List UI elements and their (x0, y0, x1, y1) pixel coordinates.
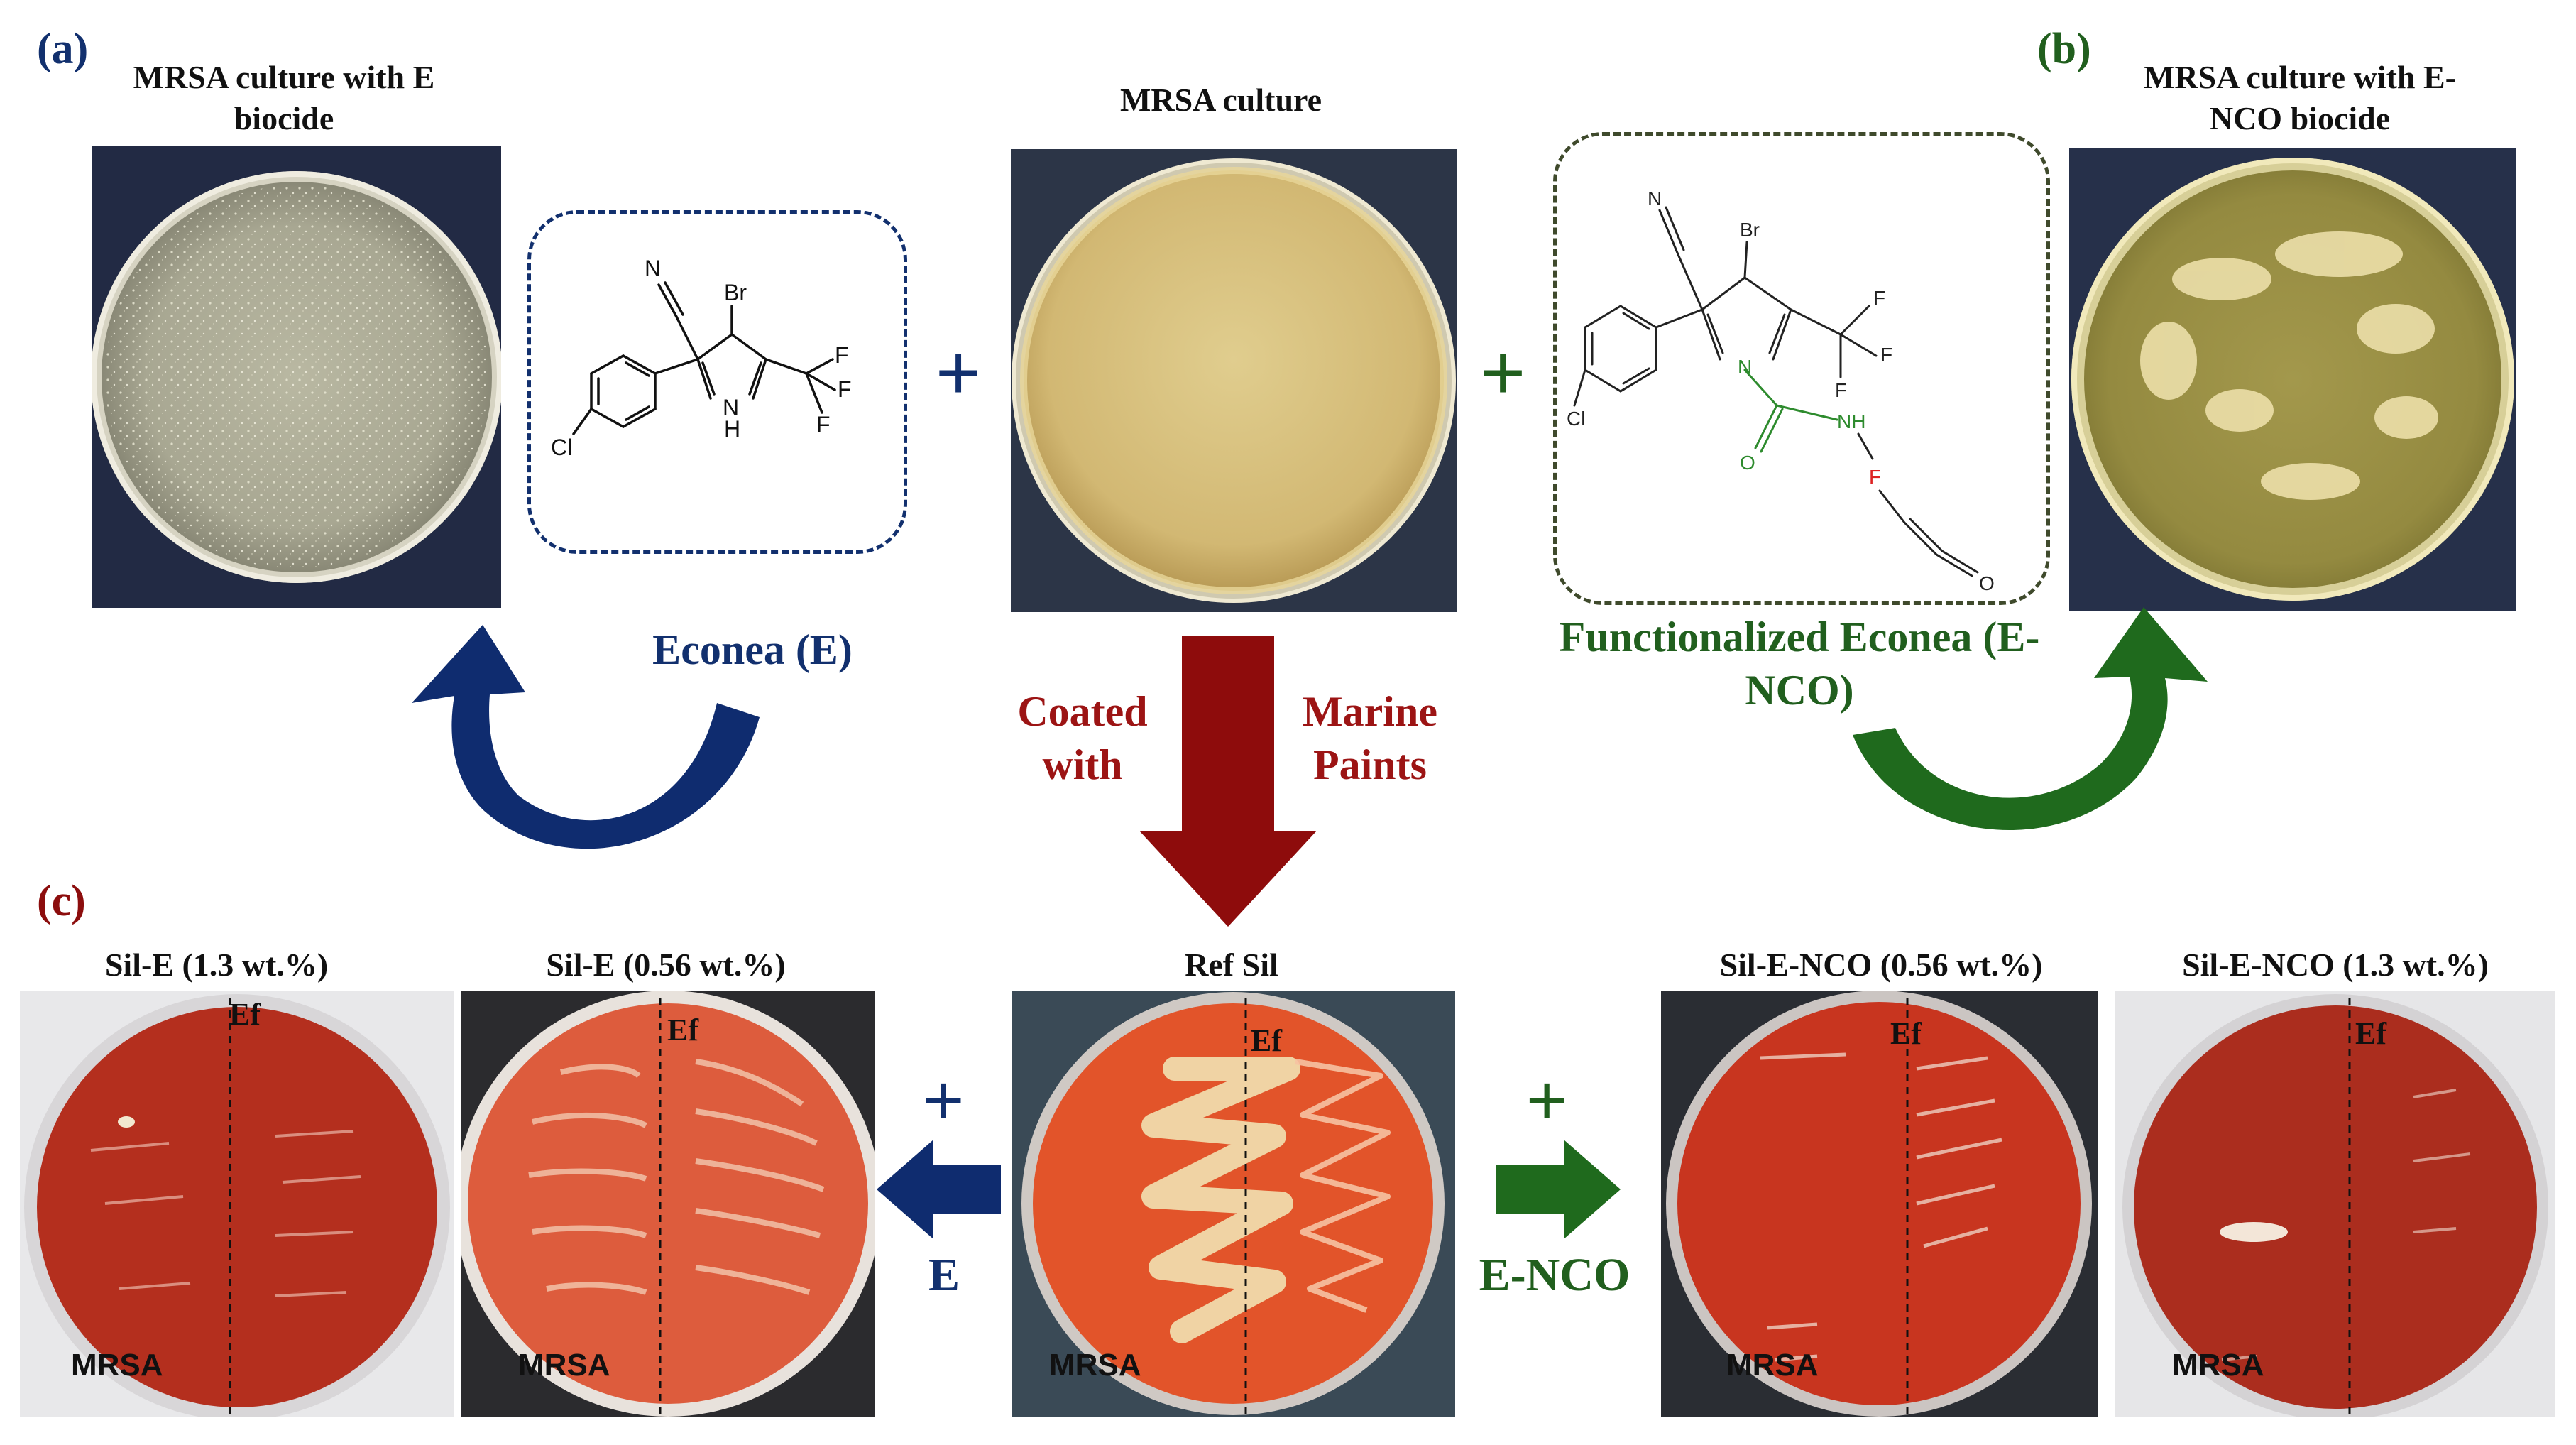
functionalized-econea-label: Functionalized Econea (E-NCO) (1559, 614, 2040, 714)
enco-atom-cl: Cl (1567, 408, 1585, 430)
left-arrow-label: E (928, 1249, 960, 1301)
plate-sil-e-nco-0-56 (1661, 991, 2098, 1417)
plate-sil-e-1-3 (20, 991, 454, 1417)
plate4-ef-label: Ef (1890, 1016, 1922, 1051)
enco-atom-o1: O (1740, 452, 1755, 474)
econea-atom-h: H (724, 416, 740, 442)
caption-enco-biocide: MRSA culture with E-NCO biocide (2144, 59, 2456, 136)
photo-mrsa-culture-dish (1011, 149, 1457, 612)
enco-atom-o2: O (1979, 572, 1995, 594)
econea-atom-f1: F (835, 342, 849, 368)
plate5-ef-label: Ef (2355, 1016, 2386, 1051)
enco-atom-n: N (1648, 187, 1662, 209)
plate2-ef-label: Ef (667, 1013, 698, 1047)
plate1-ef-label: Ef (229, 997, 261, 1032)
plate-sil-e-nco-1-3 (2115, 991, 2555, 1417)
photo-enco-biocide-dish (2069, 148, 2516, 611)
marine-paints-label: Marine Paints (1303, 688, 1437, 788)
enco-atom-linker-f: F (1869, 466, 1881, 488)
econea-structure: N Br N H F F F Cl (551, 256, 852, 460)
plate-sil-e-0-56 (461, 991, 875, 1417)
enco-curved-arrow (1853, 607, 2208, 831)
left-arrow-plus: + (923, 1061, 965, 1140)
left-arrow-e (877, 1140, 1001, 1239)
econea-atom-br: Br (724, 280, 747, 305)
econea-atom-f3: F (816, 412, 831, 437)
plate1-mrsa-label: MRSA (71, 1348, 163, 1383)
plus-sign-left: + (936, 329, 982, 416)
enco-atom-ring-n: N (1738, 356, 1752, 378)
plate-ref-sil (1012, 991, 1455, 1417)
photo-e-biocide-dish (92, 146, 501, 608)
econea-atom-n: N (645, 256, 661, 281)
enco-atom-nh: NH (1837, 410, 1865, 432)
panel-label-c: (c) (37, 877, 86, 925)
plate3-ef-label: Ef (1251, 1023, 1282, 1058)
econea-curved-arrow (412, 625, 760, 849)
caption-mrsa-culture: MRSA culture (1119, 82, 1322, 118)
plate5-mrsa-label: MRSA (2172, 1348, 2264, 1383)
enco-atom-f1: F (1873, 287, 1885, 309)
enco-atom-br: Br (1740, 219, 1760, 241)
plus-sign-right: + (1480, 329, 1526, 416)
plate-caption-sil-e-nco-0-56: Sil-E-NCO (0.56 wt.%) (1719, 947, 2043, 983)
panel-label-b: (b) (2037, 25, 2091, 73)
panel-label-a: (a) (37, 25, 89, 73)
plate-caption-sil-e-nco-1-3: Sil-E-NCO (1.3 wt.%) (2182, 947, 2489, 983)
plate3-mrsa-label: MRSA (1049, 1348, 1141, 1383)
right-arrow-plus: + (1526, 1061, 1568, 1140)
econea-atom-cl: Cl (551, 435, 572, 460)
right-arrow-label: E-NCO (1479, 1249, 1630, 1301)
caption-e-biocide: MRSA culture with E biocide (133, 59, 435, 136)
coated-with-label: Coated with (1017, 688, 1148, 788)
plate-caption-sil-e-0-56: Sil-E (0.56 wt.%) (546, 947, 786, 983)
econea-label: Econea (E) (652, 626, 853, 673)
plate-caption-sil-e-1-3: Sil-E (1.3 wt.%) (104, 947, 329, 983)
right-arrow-enco (1496, 1140, 1621, 1239)
enco-atom-f3: F (1835, 379, 1847, 401)
econea-atom-f2: F (838, 376, 852, 402)
plate-caption-ref-sil: Ref Sil (1185, 947, 1278, 983)
econea-atom-nh: N (723, 395, 739, 420)
coating-down-arrow (1139, 636, 1317, 927)
enco-atom-f2: F (1880, 344, 1892, 366)
econea-structure-box: N Br N H F F F Cl (527, 210, 907, 554)
enco-structure-box: N Br F F F Cl N O NH F O (1553, 132, 2050, 605)
plate2-mrsa-label: MRSA (518, 1348, 610, 1383)
plate4-mrsa-label: MRSA (1726, 1348, 1819, 1383)
enco-structure: N Br F F F Cl N O NH F O (1567, 187, 1995, 594)
